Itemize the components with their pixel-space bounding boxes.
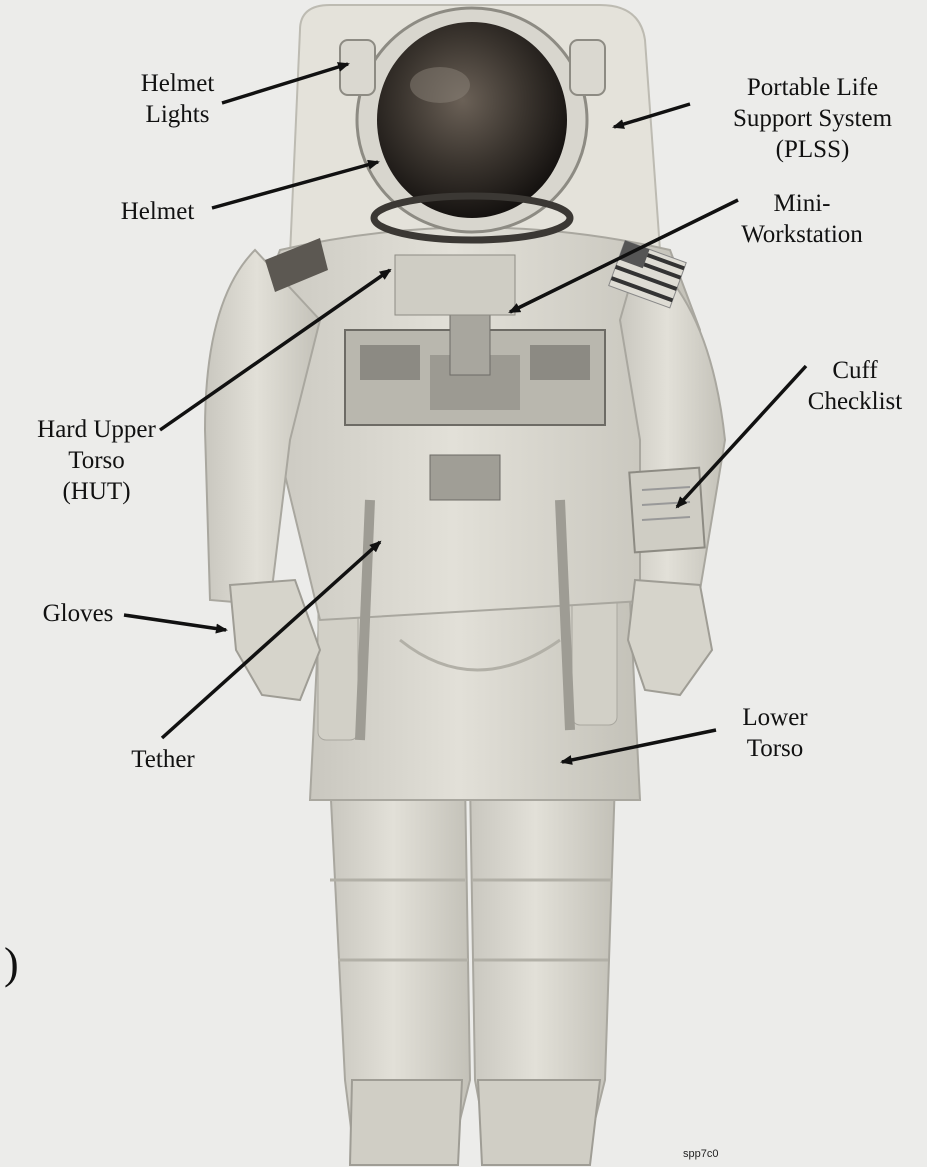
label-plss-line-1: Portable Life: [700, 72, 925, 103]
label-hut-line-1: Hard Upper: [14, 414, 179, 445]
right-glove: [628, 580, 712, 695]
margin-parenthesis: ): [4, 938, 19, 989]
label-helmet-line-1: Helmet: [100, 196, 215, 227]
label-cuff-checklist: Cuff Checklist: [790, 355, 920, 417]
label-helmet-lights: Helmet Lights: [120, 68, 235, 130]
label-helmet: Helmet: [100, 196, 215, 227]
label-plss-line-2: Support System: [700, 103, 925, 134]
helmet-light-left: [340, 40, 375, 95]
helmet-visor: [377, 22, 567, 218]
right-boot: [478, 1080, 600, 1165]
label-cuff-checklist-line-2: Checklist: [790, 386, 920, 417]
label-helmet-lights-line-2: Lights: [120, 99, 235, 130]
label-hut-line-3: (HUT): [14, 476, 179, 507]
label-tether: Tether: [108, 744, 218, 775]
label-plss-line-3: (PLSS): [700, 134, 925, 165]
label-gloves-line-1: Gloves: [28, 598, 128, 629]
label-gloves: Gloves: [28, 598, 128, 629]
label-lower-torso: Lower Torso: [720, 702, 830, 764]
label-hut: Hard Upper Torso (HUT): [14, 414, 179, 507]
label-cuff-checklist-line-1: Cuff: [790, 355, 920, 386]
left-glove: [230, 580, 320, 700]
label-mini-workstation-line-1: Mini-: [722, 188, 882, 219]
photo-tag: spp7c0: [683, 1148, 718, 1160]
label-tether-line-1: Tether: [108, 744, 218, 775]
helmet-light-right: [570, 40, 605, 95]
label-lower-torso-line-1: Lower: [720, 702, 830, 733]
label-mini-workstation: Mini- Workstation: [722, 188, 882, 250]
label-mini-workstation-line-2: Workstation: [722, 219, 882, 250]
cuff-checklist: [629, 468, 704, 553]
label-lower-torso-line-2: Torso: [720, 733, 830, 764]
arrow-gloves: [124, 615, 226, 630]
label-plss: Portable Life Support System (PLSS): [700, 72, 925, 165]
left-boot: [350, 1080, 462, 1165]
label-helmet-lights-line-1: Helmet: [120, 68, 235, 99]
label-hut-line-2: Torso: [14, 445, 179, 476]
